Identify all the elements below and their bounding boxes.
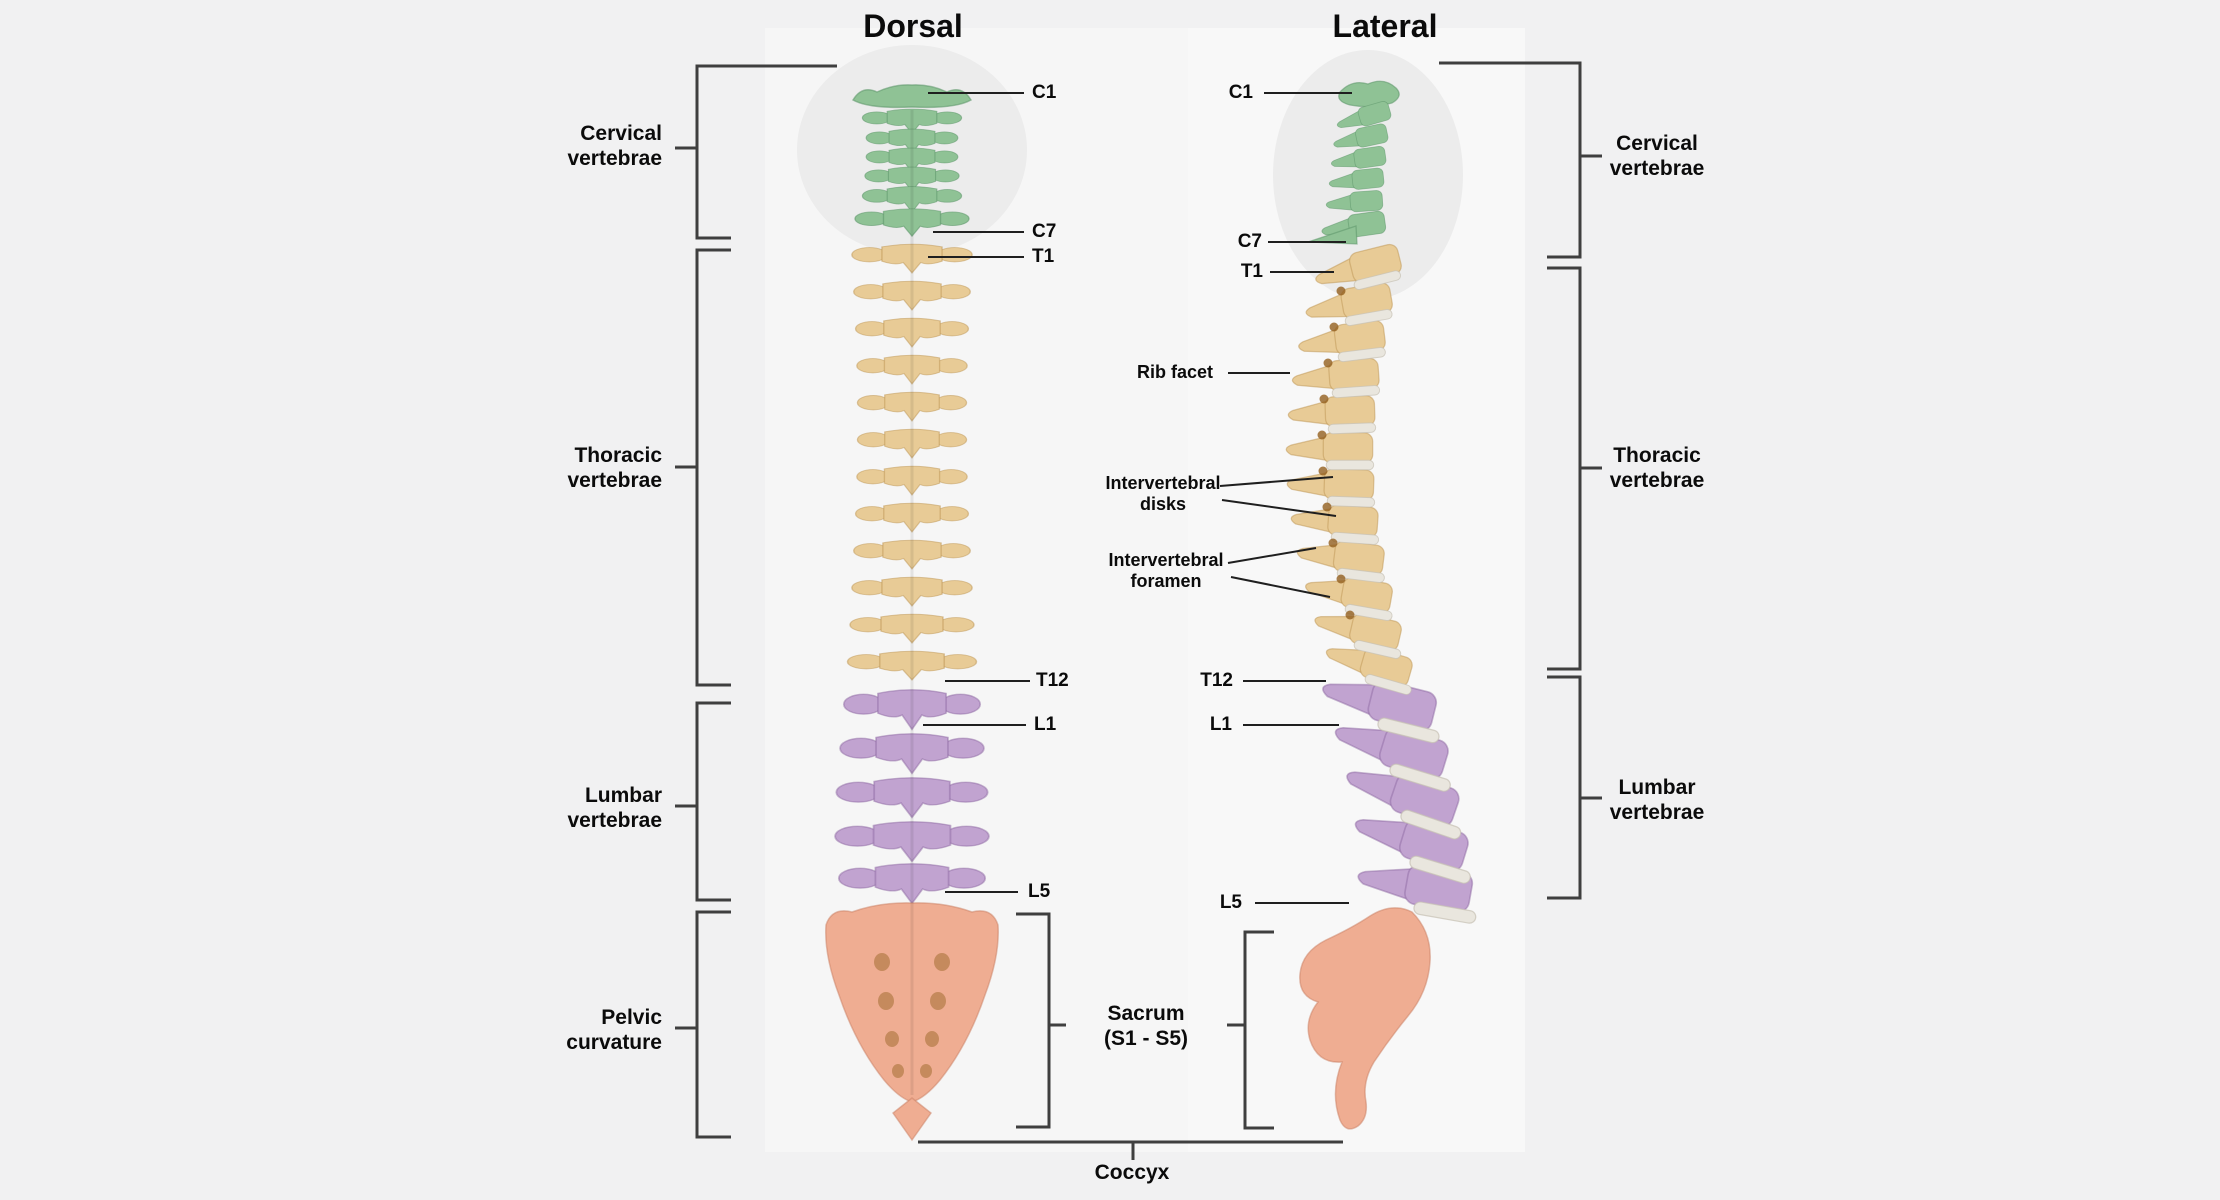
label-t12-dorsal: T12 <box>1036 670 1069 691</box>
sacrum-bone <box>825 902 999 1103</box>
label-l1-lateral: L1 <box>1209 714 1232 735</box>
label-line: Pelvic <box>601 1006 662 1029</box>
label-c1-dorsal: C1 <box>1032 82 1057 103</box>
leader-lines <box>923 92 1352 904</box>
label-t1-lateral: T1 <box>1240 261 1263 282</box>
label-t12-lateral: T12 <box>1200 670 1233 691</box>
lateral-spine <box>1285 80 1478 1130</box>
label-thoracic-vertebrae-right: Thoracic vertebrae <box>1582 443 1732 493</box>
label-line: vertebrae <box>567 809 662 832</box>
vertebra-c1-lateral <box>1338 80 1400 108</box>
label-line: vertebrae <box>1609 157 1705 180</box>
disk <box>1325 459 1375 471</box>
label-lumbar-vertebrae-left: Lumbar vertebrae <box>415 783 662 833</box>
label-line: vertebrae <box>1609 801 1705 824</box>
bracket-right-cervical <box>1439 61 1582 259</box>
dorsal-sacrum-segment <box>825 902 999 1142</box>
label-c7-dorsal: C7 <box>1032 221 1057 242</box>
label-line: vertebrae <box>567 147 662 170</box>
label-line: Intervertebral <box>1105 473 1221 493</box>
label-line: vertebrae <box>567 469 662 492</box>
lateral-cervical-segment <box>1307 80 1400 245</box>
label-coccyx: Coccyx <box>1094 1161 1170 1184</box>
label-thoracic-vertebrae-left: Thoracic vertebrae <box>415 443 662 493</box>
label-line: Cervical <box>1616 132 1698 155</box>
label-cervical-vertebrae-left: Cervical vertebrae <box>415 121 662 171</box>
label-rib-facet: Rib facet <box>1136 362 1213 382</box>
sacrum-bone-lateral <box>1299 907 1431 1130</box>
view-title-dorsal: Dorsal <box>863 8 963 44</box>
intervertebral-foramina <box>1317 286 1355 620</box>
coccyx-bone <box>891 1097 933 1142</box>
bracket-left-cervical <box>695 64 837 240</box>
label-l5-dorsal: L5 <box>1028 881 1051 902</box>
label-line: Cervical <box>580 122 662 145</box>
disk <box>1326 495 1376 508</box>
dorsal-spine <box>825 84 999 1142</box>
label-line: curvature <box>566 1031 662 1054</box>
bracket-sacrum-left <box>1016 912 1051 1129</box>
label-line: Intervertebral <box>1108 550 1224 570</box>
view-title-lateral: Lateral <box>1332 8 1438 44</box>
label-sacrum: Sacrum (S1 - S5) <box>1046 1001 1246 1051</box>
label-cervical-vertebrae-right: Cervical vertebrae <box>1582 131 1732 181</box>
disk <box>1327 422 1377 435</box>
label-intervertebral-foramen: Intervertebral foramen <box>1066 550 1266 592</box>
label-line: disks <box>1139 494 1187 514</box>
label-line: vertebrae <box>1609 469 1705 492</box>
leader-foramen-1 <box>1227 547 1317 564</box>
label-line: foramen <box>1130 571 1202 591</box>
label-line: Lumbar <box>584 784 662 807</box>
label-lumbar-vertebrae-right: Lumbar vertebrae <box>1582 775 1732 825</box>
region-brackets <box>675 61 1602 1160</box>
sacral-foramina <box>874 953 950 1078</box>
bracket-sacrum-right <box>1243 930 1274 1130</box>
leader-disk-1 <box>1219 476 1334 487</box>
bracket-left-lumbar <box>695 701 731 902</box>
label-line: Sacrum <box>1107 1002 1185 1025</box>
leader-disk-2 <box>1221 499 1337 517</box>
label-c7-lateral: C7 <box>1237 231 1262 252</box>
leader-foramen-2 <box>1230 576 1331 598</box>
label-pelvic-curvature: Pelvic curvature <box>415 1005 662 1055</box>
label-line: (S1 - S5) <box>1103 1027 1189 1050</box>
bracket-left-thoracic <box>695 248 731 687</box>
label-intervertebral-disks: Intervertebral disks <box>1063 473 1263 515</box>
label-l1-dorsal: L1 <box>1034 714 1057 735</box>
bracket-left-pelvic <box>695 910 731 1139</box>
label-line: Lumbar <box>1618 776 1696 799</box>
label-t1-dorsal: T1 <box>1032 246 1055 267</box>
label-c1-lateral: C1 <box>1228 82 1253 103</box>
label-line: Thoracic <box>574 444 662 467</box>
label-l5-lateral: L5 <box>1219 892 1242 913</box>
label-line: Thoracic <box>1613 444 1701 467</box>
lateral-sacrum-segment <box>1299 907 1431 1130</box>
bracket-right-lumbar <box>1547 675 1582 900</box>
bracket-right-thoracic <box>1547 266 1582 671</box>
